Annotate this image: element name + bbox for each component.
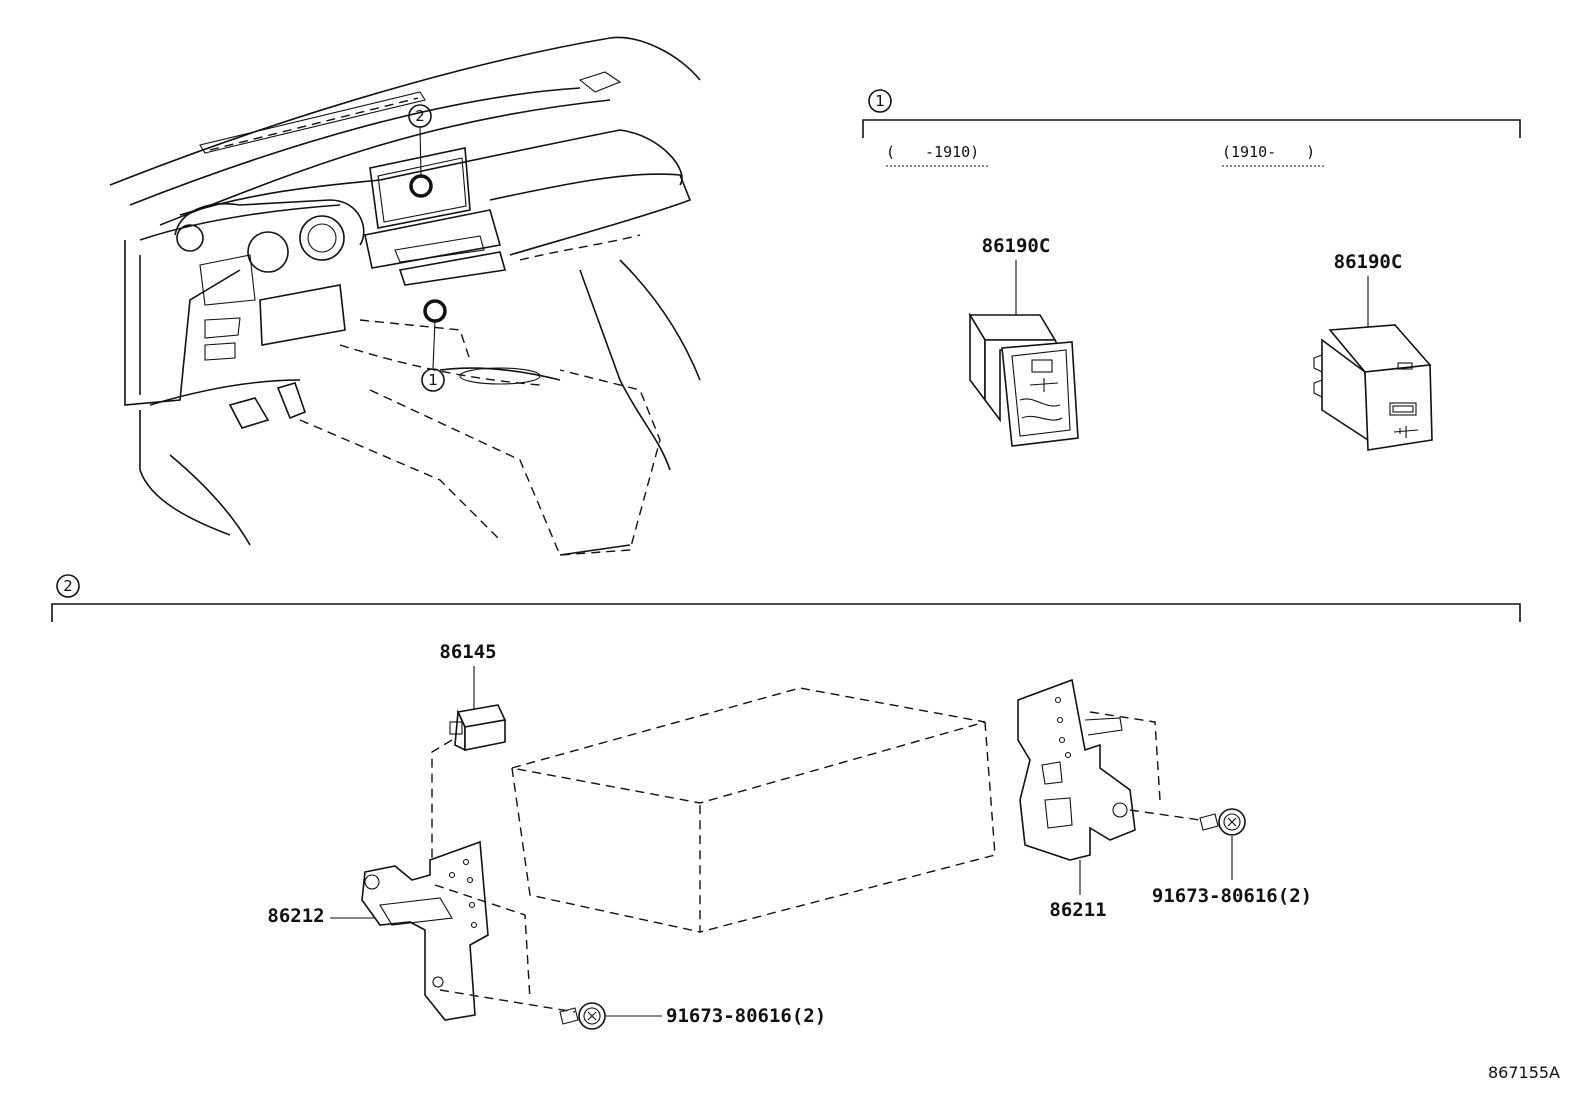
- display-unit-box: [511, 687, 996, 933]
- display-location-marker: [409, 174, 433, 198]
- section-two-number: 2: [63, 577, 73, 595]
- section-one-number: 1: [875, 92, 885, 110]
- bolt-right: [1199, 808, 1246, 836]
- range-right-label: (1910- ): [1222, 143, 1315, 161]
- connector-86145: [449, 704, 507, 752]
- bracket-86212: [361, 840, 489, 1021]
- part-86190c-right-label: 86190C: [1334, 251, 1403, 273]
- section-two-marker: [56, 574, 80, 598]
- bolt-left: [559, 1002, 606, 1030]
- usb-port-new-type: [1313, 324, 1433, 451]
- part-86212-label: 86212: [267, 905, 324, 927]
- section-two-bracket: [51, 603, 1521, 622]
- callout-one-circle: [421, 368, 445, 392]
- callout-two-number: 2: [415, 107, 425, 125]
- part-86145-label: 86145: [439, 641, 496, 663]
- bracket-86211: [1017, 678, 1136, 861]
- bolt-left-label: 91673-80616(2): [666, 1005, 826, 1027]
- section-one-bracket: [862, 119, 1521, 138]
- bolt-right-label: 91673-80616(2): [1152, 885, 1312, 907]
- usb-location-marker: [423, 299, 447, 323]
- callout-one-number: 1: [428, 371, 438, 389]
- part-86211-label: 86211: [1049, 899, 1106, 921]
- dashboard-overview: 2 1: [109, 36, 701, 556]
- range-left-label: ( -1910): [886, 143, 979, 161]
- section-one-marker: [868, 89, 892, 113]
- section-one: 1 ( -1910) (1910- ) 86190C 86190C: [862, 89, 1521, 451]
- part-86190c-left-label: 86190C: [982, 235, 1051, 257]
- usb-port-old-type: [968, 312, 1079, 447]
- diagram-id: 867155A: [1488, 1063, 1560, 1082]
- section-two: 2 86145 86212: [51, 574, 1521, 1030]
